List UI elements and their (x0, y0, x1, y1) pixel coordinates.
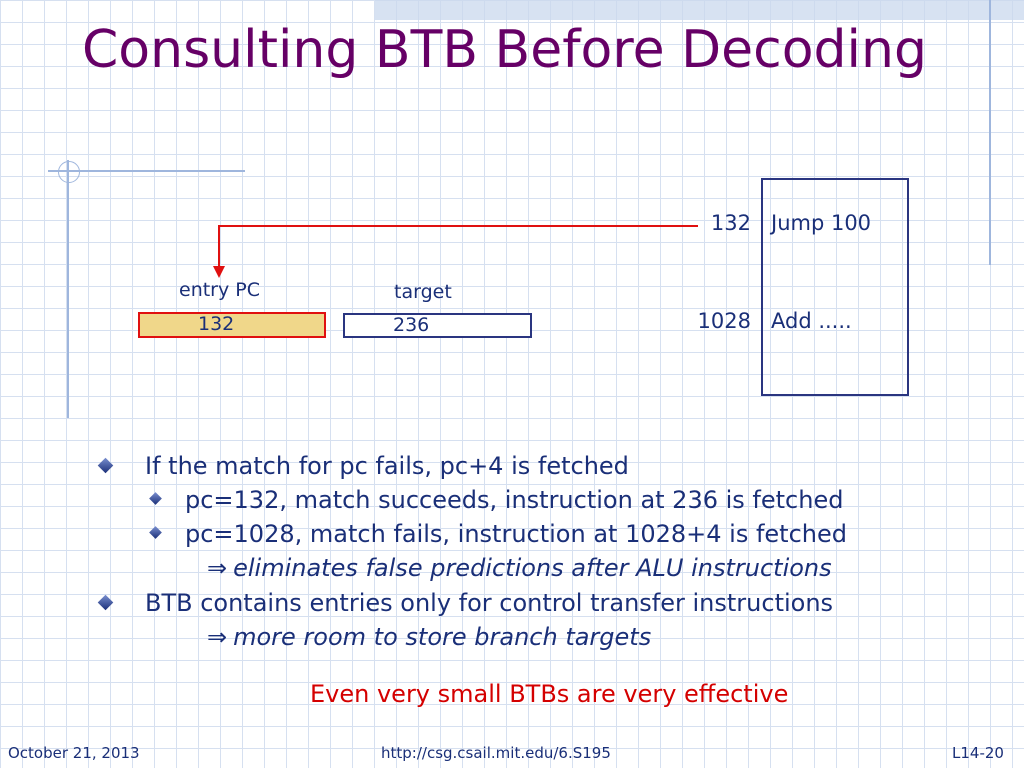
bullet-item: pc=132, match succeeds, instruction at 2… (185, 486, 844, 514)
entry-pc-box: 132 (138, 312, 326, 338)
top-decor-band (375, 0, 1024, 20)
entry-pc-value: 132 (198, 313, 235, 335)
memory-address: 132 (710, 211, 751, 235)
memory-instruction: Add ..... (771, 309, 852, 333)
arrow-line (218, 225, 698, 268)
target-label: target (394, 281, 452, 303)
left-decor-line (67, 160, 69, 418)
callout-text: Even very small BTBs are very effective (310, 680, 789, 708)
arrow-head (213, 266, 225, 278)
entry-pc-label: entry PC (179, 279, 261, 301)
footer-url[interactable]: http://csg.csail.mit.edu/6.S195 (381, 744, 611, 762)
instruction-memory-box (761, 178, 909, 396)
target-box: 236 (343, 313, 532, 338)
slide-title: Consulting BTB Before Decoding (82, 20, 927, 80)
title-underline-decor (48, 170, 245, 172)
bullet-item-text: eliminates false predictions after ALU i… (233, 554, 832, 582)
footer-date: October 21, 2013 (8, 744, 140, 762)
implies-icon: ⇒ (207, 554, 228, 582)
crosshair-decor-icon (58, 161, 80, 183)
bullet-item-text: more room to store branch targets (233, 623, 652, 651)
bullet-item: pc=1028, match fails, instruction at 102… (185, 520, 847, 548)
bullet-item: ⇒more room to store branch targets (207, 622, 651, 652)
implies-icon: ⇒ (207, 623, 228, 651)
bullet-item: ⇒eliminates false predictions after ALU … (207, 553, 832, 583)
memory-address: 1028 (697, 309, 751, 333)
target-value: 236 (393, 314, 430, 336)
bullet-item: If the match for pc fails, pc+4 is fetch… (145, 452, 629, 480)
bullet-item: BTB contains entries only for control tr… (145, 589, 834, 617)
right-decor-line (989, 0, 991, 265)
slide-number: L14-20 (952, 744, 1004, 762)
memory-instruction: Jump 100 (771, 211, 872, 235)
